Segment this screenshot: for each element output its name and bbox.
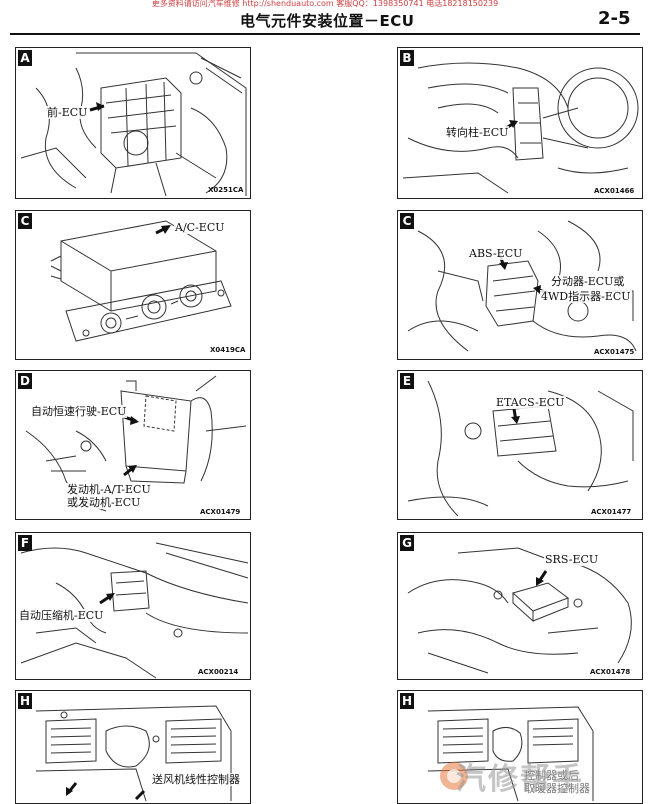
callout-label: ETACS-ECU [495, 396, 566, 409]
panel-f: F 自动压缩机-ECU ACX00214 [15, 532, 251, 680]
callout-label: 转向柱-ECU [445, 126, 510, 139]
figure-code: ACX01479 [200, 508, 241, 516]
watermark-text: 汽修帮手 [456, 762, 584, 797]
illustration-ac-ecu [50, 220, 232, 342]
illustration-steering-column-ecu [402, 62, 639, 194]
panel-letter: E [400, 373, 414, 389]
panel-c-ac: C A/C-ECU X0419CA [15, 210, 251, 360]
panel-letter: D [18, 373, 32, 389]
panel-g: G SRS-ECU ACX01478 [397, 532, 643, 680]
figure-code: ACX01478 [590, 668, 631, 676]
panel-h-left: H 送风机线性控制器 [15, 690, 251, 804]
callout-label: 取暖器控制器 [523, 782, 591, 795]
illustration-auto-compressor-ecu [20, 542, 249, 679]
panel-letter: B [400, 50, 414, 66]
illustration-cruise-engine-ecu [25, 375, 247, 512]
callout-label: SRS-ECU [544, 553, 600, 566]
panel-a: A 前-ECU X0251CA [15, 47, 251, 199]
callout-label: ABS-ECU [468, 247, 524, 260]
page-number: 2-5 [598, 8, 631, 29]
panel-b: B 转向柱-ECU ACX01466 [397, 47, 643, 199]
figure-code: X0419CA [210, 346, 246, 354]
panel-letter: C [18, 213, 32, 229]
panel-letter: F [18, 535, 32, 551]
panel-letter: A [18, 50, 32, 66]
top-banner: 更多资料请访问汽车维修 http://shenduauto.com 客服QQ：1… [151, 0, 499, 8]
illustration-srs-ecu [407, 547, 632, 674]
illustration-front-ecu [20, 52, 247, 197]
figure-code: ACX01466 [594, 187, 635, 195]
callout-label: 发动机-A/T-ECU [66, 483, 152, 496]
page-title: 电气元件安装位置－ECU [240, 12, 415, 30]
callout-label: 前-ECU [46, 106, 89, 119]
callout-label: 4WD指示器-ECU [540, 290, 632, 303]
figure-code: ACX01477 [591, 508, 632, 516]
panel-e: E ETACS-ECU ACX01477 [397, 370, 643, 520]
panel-letter: G [400, 535, 414, 551]
figure-code: ACX01475 [594, 348, 635, 356]
panel-letter: C [400, 213, 414, 229]
illustration-etacs-ecu [407, 380, 634, 517]
panel-h-right: H 控制器或后 取暖器控制器 [397, 690, 643, 804]
callout-label: 控制器或后 [523, 769, 580, 782]
figure-code: X0251CA [208, 186, 244, 194]
figure-code: ACX00214 [198, 668, 239, 676]
callout-label: 分动器-ECU或 [550, 275, 626, 288]
panel-letter: H [18, 693, 32, 709]
panel-d: D 自动恒速行驶-ECU 发动机-A/T-ECU 或发动机-ECU ACX014… [15, 370, 251, 520]
callout-label: 或发动机-ECU [66, 496, 142, 509]
panel-letter: H [400, 693, 414, 709]
header-rule [10, 33, 640, 35]
illustration-blower-controller [35, 705, 232, 802]
panel-c-abs: C ABS-ECU 分动器-ECU或 4WD指示器-ECU ACX01475 [397, 210, 643, 360]
callout-label: 自动恒速行驶-ECU [30, 405, 128, 418]
callout-label: 送风机线性控制器 [151, 773, 241, 786]
callout-label: 自动压缩机-ECU [18, 609, 105, 622]
callout-label: A/C-ECU [174, 221, 226, 234]
